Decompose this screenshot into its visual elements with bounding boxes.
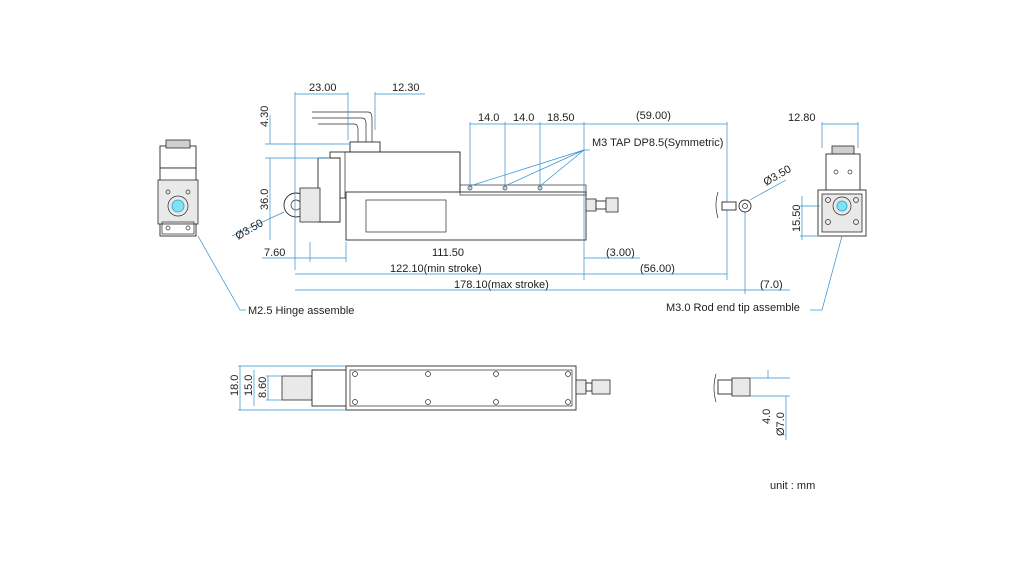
right-end-view <box>800 122 867 311</box>
dim-111-50: 111.50 <box>432 247 464 259</box>
dim-14-b: 14.0 <box>513 112 534 124</box>
dim-dia-3-50-left: Ø3.50 <box>234 217 266 242</box>
main-side-view <box>231 92 790 294</box>
dim-23: 23.00 <box>309 82 337 94</box>
dim-8-60: 8.60 <box>257 377 269 398</box>
left-end-view <box>157 139 246 311</box>
rod-end-bottom <box>713 370 790 440</box>
bottom-view <box>238 365 611 411</box>
dim-7: (7.0) <box>760 279 783 291</box>
dim-59: (59.00) <box>636 110 671 122</box>
dim-4-30: 4.30 <box>259 106 271 127</box>
rod-end-side <box>715 179 787 219</box>
dim-18: 18.0 <box>229 375 241 396</box>
dim-12-30: 12.30 <box>392 82 420 94</box>
dim-7-60: 7.60 <box>264 247 285 259</box>
dim-4: 4.0 <box>761 409 773 424</box>
hinge-hole-icon <box>171 199 185 213</box>
callout-tap: M3 TAP DP8.5(Symmetric) <box>592 137 723 149</box>
callout-rod-end: M3.0 Rod end tip assemble <box>666 302 800 314</box>
dim-dia-7: Ø7.0 <box>775 412 787 436</box>
dim-14-a: 14.0 <box>478 112 499 124</box>
dim-3: (3.00) <box>606 247 635 259</box>
dim-122-10: 122.10(min stroke) <box>390 263 482 275</box>
dim-56: (56.00) <box>640 263 675 275</box>
callout-hinge: M2.5 Hinge assemble <box>248 305 354 317</box>
dim-15: 15.0 <box>243 375 255 396</box>
dim-36: 36.0 <box>259 189 271 210</box>
callouts: M3 TAP DP8.5(Symmetric) M2.5 Hinge assem… <box>248 137 800 317</box>
unit-label: unit : mm <box>770 480 816 492</box>
dim-18-50: 18.50 <box>547 112 575 124</box>
dim-12-80: 12.80 <box>788 112 816 124</box>
dim-178-10: 178.10(max stroke) <box>454 279 549 291</box>
dim-15-50: 15.50 <box>791 204 803 232</box>
rod-end-hole-icon <box>836 200 848 212</box>
